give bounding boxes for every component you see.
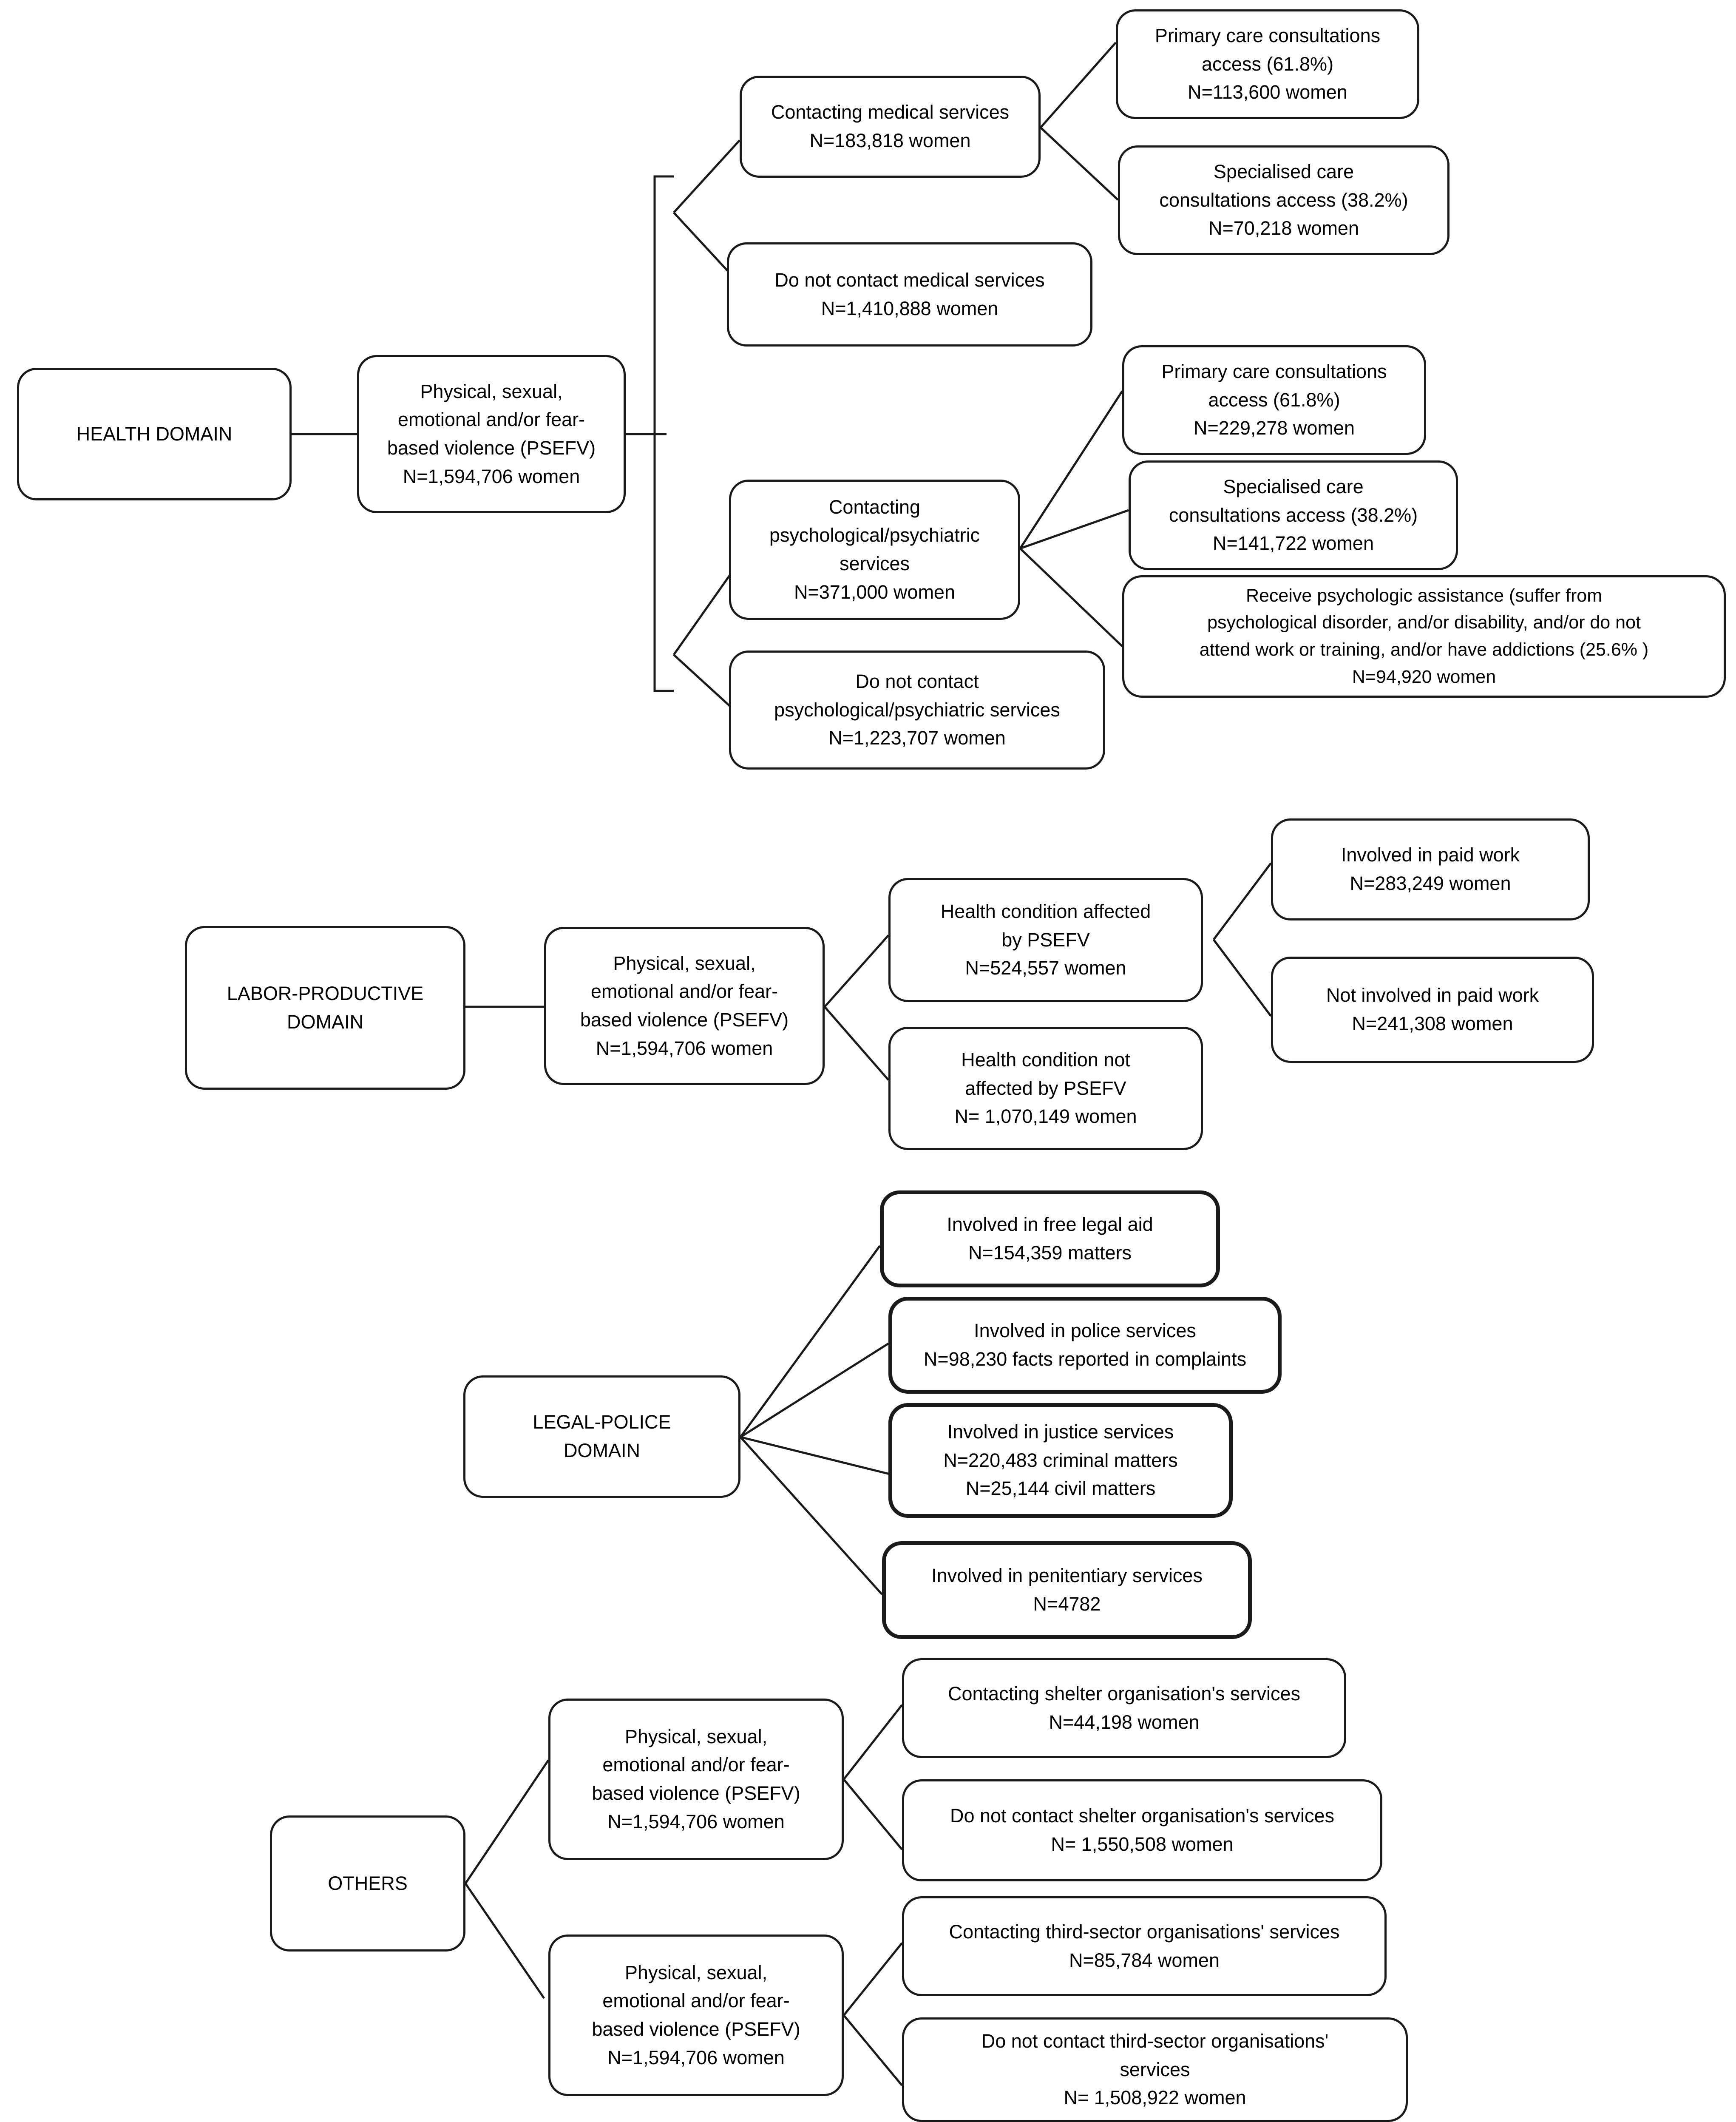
edge-affected-to-not-paid-work xyxy=(1213,939,1272,1017)
node-health-condition-affected[interactable]: Health condition affected by PSEFV N=524… xyxy=(888,878,1203,1002)
health-domain-root-label: HEALTH DOMAIN xyxy=(76,423,233,445)
node-receive-psychologic-assistance-label: Receive psychologic assistance (suffer f… xyxy=(1199,585,1649,687)
node-specialised-care-medical[interactable]: Specialised care consultations access (3… xyxy=(1118,145,1450,255)
edge-psych-to-primary-care xyxy=(1019,390,1123,549)
node-do-not-contact-thirdsector-services[interactable]: Do not contact third-sector organisation… xyxy=(902,2017,1408,2122)
legal-domain-root-label: LEGAL-POLICE DOMAIN xyxy=(533,1411,671,1461)
labor-domain-root[interactable]: LABOR-PRODUCTIVE DOMAIN xyxy=(185,926,465,1090)
labor-domain-psefv[interactable]: Physical, sexual, emotional and/or fear-… xyxy=(544,927,825,1085)
edge-psych-to-specialised-care xyxy=(1020,509,1129,550)
node-do-not-contact-psych-services[interactable]: Do not contact psychological/psychiatric… xyxy=(729,651,1105,770)
edge-health-to-contacting-medical xyxy=(673,139,740,213)
edge-psefv2-to-no-thirdsector xyxy=(843,2014,903,2086)
node-contacting-psych-services[interactable]: Contacting psychological/psychiatric ser… xyxy=(729,480,1020,620)
edge-legal-to-justice-services xyxy=(740,1436,895,1477)
node-contacting-medical-services-label: Contacting medical services N=183,818 wo… xyxy=(771,101,1010,151)
node-do-not-contact-medical-services[interactable]: Do not contact medical services N=1,410,… xyxy=(727,242,1092,347)
edge-psefv2-to-thirdsector xyxy=(843,1942,903,2016)
health-domain-psefv[interactable]: Physical, sexual, emotional and/or fear-… xyxy=(357,355,626,513)
bracket-health xyxy=(653,175,674,692)
others-psefv-group-2-label: Physical, sexual, emotional and/or fear-… xyxy=(592,1961,800,2068)
node-involved-police-services-label: Involved in police services N=98,230 fac… xyxy=(923,1320,1247,1370)
node-specialised-care-psych[interactable]: Specialised care consultations access (3… xyxy=(1129,460,1458,570)
node-health-condition-not-affected-label: Health condition not affected by PSEFV N… xyxy=(954,1049,1137,1128)
node-health-condition-affected-label: Health condition affected by PSEFV N=524… xyxy=(940,901,1151,979)
node-primary-care-psych[interactable]: Primary care consultations access (61.8%… xyxy=(1122,345,1426,455)
node-do-not-contact-shelter-services[interactable]: Do not contact shelter organisation's se… xyxy=(902,1779,1382,1881)
node-do-not-contact-shelter-services-label: Do not contact shelter organisation's se… xyxy=(950,1805,1335,1855)
node-involved-penitentiary-services[interactable]: Involved in penitentiary services N=4782 xyxy=(882,1541,1252,1639)
node-involved-justice-services[interactable]: Involved in justice services N=220,483 c… xyxy=(888,1403,1233,1518)
node-contacting-medical-services[interactable]: Contacting medical services N=183,818 wo… xyxy=(740,76,1041,178)
health-domain-psefv-label: Physical, sexual, emotional and/or fear-… xyxy=(387,380,596,487)
node-contacting-shelter-services[interactable]: Contacting shelter organisation's servic… xyxy=(902,1658,1346,1758)
node-involved-justice-services-label: Involved in justice services N=220,483 c… xyxy=(943,1421,1178,1500)
node-primary-care-medical[interactable]: Primary care consultations access (61.8%… xyxy=(1116,9,1419,119)
node-receive-psychologic-assistance[interactable]: Receive psychologic assistance (suffer f… xyxy=(1122,575,1726,698)
node-not-involved-in-paid-work-label: Not involved in paid work N=241,308 wome… xyxy=(1326,984,1539,1034)
edge-medical-to-specialised-care xyxy=(1040,127,1119,201)
node-contacting-psych-services-label: Contacting psychological/psychiatric ser… xyxy=(769,496,980,603)
edge-others-to-psefv-2 xyxy=(464,1883,545,1999)
node-involved-in-paid-work[interactable]: Involved in paid work N=283,249 women xyxy=(1271,818,1590,920)
node-do-not-contact-psych-services-label: Do not contact psychological/psychiatric… xyxy=(774,670,1060,749)
node-involved-in-paid-work-label: Involved in paid work N=283,249 women xyxy=(1341,844,1520,894)
node-do-not-contact-thirdsector-services-label: Do not contact third-sector organisation… xyxy=(981,2030,1329,2109)
health-domain-root[interactable]: HEALTH DOMAIN xyxy=(17,368,292,500)
edge-legal-to-penitentiary-services xyxy=(740,1436,883,1595)
edge-legal-to-free-legal-aid xyxy=(739,1245,881,1438)
others-psefv-group-2[interactable]: Physical, sexual, emotional and/or fear-… xyxy=(548,1935,844,2096)
edge-psych-to-assistance xyxy=(1019,548,1123,647)
node-contacting-shelter-services-label: Contacting shelter organisation's servic… xyxy=(947,1682,1300,1733)
legal-domain-root[interactable]: LEGAL-POLICE DOMAIN xyxy=(463,1375,740,1498)
labor-domain-psefv-label: Physical, sexual, emotional and/or fear-… xyxy=(580,952,789,1059)
node-involved-free-legal-aid[interactable]: Involved in free legal aid N=154,359 mat… xyxy=(880,1190,1220,1287)
node-involved-penitentiary-services-label: Involved in penitentiary services N=4782 xyxy=(931,1565,1203,1615)
edge-medical-to-primary-care xyxy=(1040,42,1117,128)
edge-affected-to-paid-work xyxy=(1213,862,1272,940)
edge-legal-to-police-services xyxy=(740,1342,889,1438)
node-primary-care-medical-label: Primary care consultations access (61.8%… xyxy=(1154,25,1381,103)
others-domain-root-label: OTHERS xyxy=(328,1872,408,1894)
labor-domain-root-label: LABOR-PRODUCTIVE DOMAIN xyxy=(227,982,424,1033)
node-do-not-contact-medical-services-label: Do not contact medical services N=1,410,… xyxy=(774,269,1045,319)
node-involved-free-legal-aid-label: Involved in free legal aid N=154,359 mat… xyxy=(947,1213,1153,1264)
node-primary-care-psych-label: Primary care consultations access (61.8%… xyxy=(1161,361,1387,439)
edge-psefv1-to-no-shelter xyxy=(843,1778,903,1850)
node-involved-police-services[interactable]: Involved in police services N=98,230 fac… xyxy=(888,1297,1282,1394)
node-specialised-care-psych-label: Specialised care consultations access (3… xyxy=(1169,476,1418,554)
edge-others-to-psefv-1 xyxy=(464,1759,550,1884)
edge-labor-psefv-to-affected xyxy=(824,935,889,1008)
node-health-condition-not-affected[interactable]: Health condition not affected by PSEFV N… xyxy=(888,1027,1203,1150)
node-contacting-thirdsector-services-label: Contacting third-sector organisations' s… xyxy=(949,1920,1340,1971)
others-psefv-group-1[interactable]: Physical, sexual, emotional and/or fear-… xyxy=(548,1699,844,1860)
node-not-involved-in-paid-work[interactable]: Not involved in paid work N=241,308 wome… xyxy=(1271,957,1594,1063)
node-contacting-thirdsector-services[interactable]: Contacting third-sector organisations' s… xyxy=(902,1896,1387,1996)
edge-labor-psefv-to-notaffected xyxy=(824,1006,889,1081)
others-domain-root[interactable]: OTHERS xyxy=(270,1815,465,1952)
others-psefv-group-1-label: Physical, sexual, emotional and/or fear-… xyxy=(592,1725,800,1832)
node-specialised-care-medical-label: Specialised care consultations access (3… xyxy=(1159,161,1408,239)
edge-psefv1-to-shelter xyxy=(843,1704,903,1780)
